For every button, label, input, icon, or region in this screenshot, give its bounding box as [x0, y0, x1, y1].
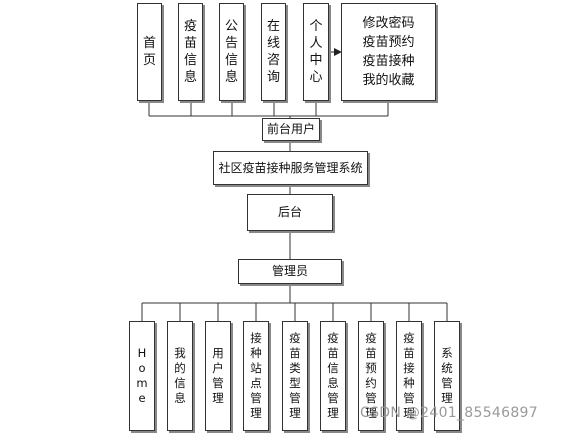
- bottom-module-label: 接种站点管理: [250, 331, 262, 420]
- backend-box: 后台: [247, 194, 333, 231]
- admin-box: 管理员: [238, 259, 342, 284]
- top-module-label: 个人中心: [309, 19, 323, 85]
- bottom-module-vaccination-mgmt: 疫苗接种管理: [396, 321, 422, 431]
- system-name-box: 社区疫苗接种服务管理系统: [213, 151, 368, 185]
- frontend-user-label: 前台用户: [266, 122, 315, 137]
- bottom-module-label: 疫苗信息管理: [327, 331, 339, 420]
- bottom-module-system-mgmt: 系统管理: [434, 321, 460, 431]
- top-module-vaccine-info: 疫苗信息: [178, 3, 203, 101]
- watermark: CSDN @2401_85546897: [360, 405, 538, 421]
- bottom-module-vaccine-info-mgmt: 疫苗信息管理: [320, 321, 346, 431]
- personal-center-item: 疫苗接种: [362, 54, 415, 69]
- system-name-label: 社区疫苗接种服务管理系统: [218, 160, 363, 175]
- top-module-label: 在线咨询: [267, 19, 281, 85]
- bottom-module-label: 疫苗预约管理: [365, 331, 377, 420]
- personal-center-item: 疫苗预约: [362, 35, 415, 50]
- bottom-module-appointment-mgmt: 疫苗预约管理: [358, 321, 384, 431]
- admin-label: 管理员: [271, 264, 308, 279]
- bottom-module-station-mgmt: 接种站点管理: [243, 321, 269, 431]
- personal-center-item: 我的收藏: [362, 73, 415, 88]
- backend-label: 后台: [277, 205, 302, 220]
- bottom-module-label: 我的信息: [174, 346, 186, 405]
- frontend-user-box: 前台用户: [262, 118, 320, 141]
- top-module-label: 公告信息: [225, 19, 239, 85]
- bottom-module-vaccine-type-mgmt: 疫苗类型管理: [282, 321, 308, 431]
- bottom-module-label: Home: [136, 346, 148, 405]
- bottom-module-label: 系统管理: [441, 346, 453, 405]
- bottom-module-home: Home: [129, 321, 155, 431]
- bottom-module-label: 疫苗类型管理: [289, 331, 301, 420]
- top-module-label: 疫苗信息: [184, 19, 198, 85]
- personal-center-items-box: 修改密码 疫苗预约 疫苗接种 我的收藏: [341, 3, 436, 101]
- bottom-module-user-mgmt: 用户管理: [205, 321, 231, 431]
- bottom-module-label: 用户管理: [212, 346, 224, 405]
- top-module-home: 首页: [137, 3, 162, 101]
- top-module-label: 首页: [143, 36, 157, 68]
- top-module-notice-info: 公告信息: [219, 3, 244, 101]
- top-module-online-consult: 在线咨询: [261, 3, 286, 101]
- bottom-module-my-info: 我的信息: [167, 321, 193, 431]
- top-module-personal-center: 个人中心: [303, 3, 329, 101]
- personal-center-item: 修改密码: [362, 16, 415, 31]
- bottom-module-label: 疫苗接种管理: [403, 331, 415, 420]
